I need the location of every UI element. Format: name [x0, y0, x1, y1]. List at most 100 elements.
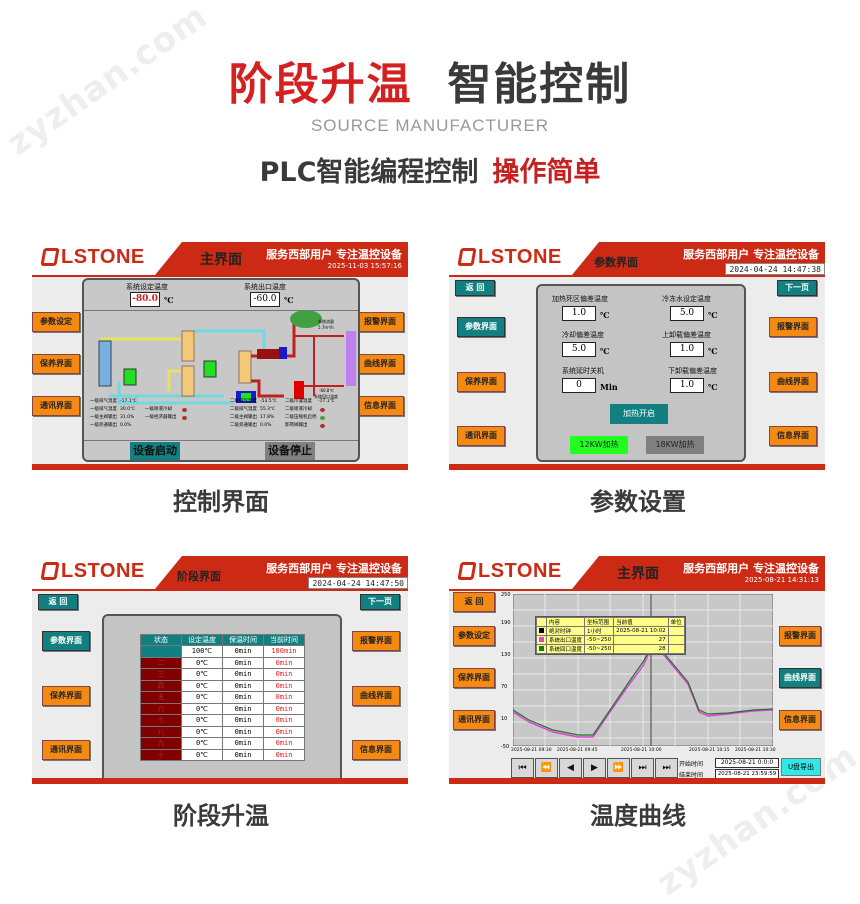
- curve-button[interactable]: 曲线界面: [352, 686, 400, 706]
- lower-unload-input[interactable]: 1.0: [670, 378, 704, 393]
- fast-forward-button[interactable]: ⏩: [607, 758, 630, 778]
- param-screen-button[interactable]: 参数界面: [457, 317, 505, 337]
- shutdown-delay-input[interactable]: 0: [562, 378, 596, 393]
- hero-title-dark: 智能控制: [447, 59, 632, 110]
- temperature-curve-panel: LSTONE 主界面 服务西部用户 专注温控设备 2025-08-21 14:3…: [449, 556, 827, 784]
- logo-icon: [457, 562, 477, 580]
- alarm-button[interactable]: 报警界面: [356, 312, 404, 332]
- maintenance-button[interactable]: 保养界面: [32, 354, 80, 374]
- curve-button[interactable]: 曲线界面: [769, 372, 817, 392]
- clock: 2025-11-03 15:57:16: [327, 262, 402, 270]
- set-temp-label: 系统设定温度: [126, 283, 168, 291]
- heat-18kw-button[interactable]: 18KW加热: [646, 436, 704, 454]
- parameter-screen-panel: LSTONE 参数界面 服务西部用户 专注温控设备 2024-04-24 14:…: [449, 242, 827, 470]
- slogan: 服务西部用户 专注温控设备: [266, 562, 402, 575]
- tagline: PLC智能编程控制操作简单: [0, 150, 860, 189]
- hero-subtitle: SOURCE MANUFACTURER: [310, 116, 550, 135]
- svg-text:系统回口温度: 系统回口温度: [314, 393, 338, 399]
- svg-text:-60.8℃: -60.8℃: [319, 388, 334, 393]
- comms-button[interactable]: 通讯界面: [42, 740, 90, 760]
- unit-label: ℃: [708, 382, 718, 392]
- x-tick: 2025-08-21 10:00: [621, 748, 662, 753]
- svg-text:5.7m³/h: 5.7m³/h: [318, 325, 334, 330]
- start-time-input[interactable]: 2025-08-21 0:0:0: [715, 758, 779, 768]
- device-stop-button[interactable]: 设备停止: [265, 442, 315, 460]
- panel-header: LSTONE 主界面 服务西部用户 专注温控设备 2025-11-03 15:5…: [32, 242, 408, 275]
- unit-label: Min: [600, 382, 618, 392]
- tagline-dark: PLC智能编程控制: [259, 157, 479, 188]
- usb-export-button[interactable]: U盘导出: [781, 758, 821, 776]
- back-step-button[interactable]: ◀: [559, 758, 582, 778]
- screen-title: 阶段界面: [177, 570, 221, 583]
- info-button[interactable]: 信息界面: [779, 710, 821, 730]
- curve-button[interactable]: 曲线界面: [779, 668, 821, 688]
- comms-button[interactable]: 通讯界面: [457, 426, 505, 446]
- maintenance-button[interactable]: 保养界面: [457, 372, 505, 392]
- first-page-button[interactable]: ⏮: [511, 758, 534, 778]
- comms-button[interactable]: 通讯界面: [32, 396, 80, 416]
- info-button[interactable]: 信息界面: [352, 740, 400, 760]
- info-button[interactable]: 信息界面: [356, 396, 404, 416]
- slogan: 服务西部用户 专注温控设备: [266, 248, 402, 261]
- heat-12kw-button[interactable]: 12KW加热: [570, 436, 628, 454]
- y-tick: 130: [501, 652, 511, 658]
- alarm-button[interactable]: 报警界面: [779, 626, 821, 646]
- heating-on-button[interactable]: 加热开启: [610, 404, 668, 424]
- process-flow-diagram: 系统流量 5.7m³/h -60.8℃ 系统回口温度: [98, 311, 356, 405]
- forward-step-button[interactable]: ▶: [583, 758, 606, 778]
- maintenance-button[interactable]: 保养界面: [453, 668, 495, 688]
- out-temp-label: 系统出口温度: [244, 283, 286, 291]
- param-screen-button[interactable]: 参数界面: [42, 631, 90, 651]
- next-page-button[interactable]: 下一页: [360, 594, 400, 610]
- param-label: 下卸载偏差温度: [668, 367, 717, 375]
- brand-logo: LSTONE: [449, 556, 599, 589]
- unit-label: ℃: [284, 295, 294, 305]
- logo-icon: [40, 562, 60, 580]
- y-tick: 190: [501, 620, 511, 626]
- y-tick: 10: [501, 716, 508, 722]
- caption-stage-heating: 阶段升温: [173, 802, 269, 830]
- next-page-button[interactable]: 下一页: [777, 280, 817, 296]
- cooling-deviation-input[interactable]: 5.0: [562, 342, 596, 357]
- maintenance-button[interactable]: 保养界面: [42, 686, 90, 706]
- info-button[interactable]: 信息界面: [769, 426, 817, 446]
- end-button[interactable]: ⏭: [655, 758, 678, 778]
- chilled-water-setpoint-input[interactable]: 5.0: [670, 306, 704, 321]
- param-settings-button[interactable]: 参数设定: [453, 626, 495, 646]
- y-tick: 250: [501, 592, 511, 598]
- alarm-button[interactable]: 报警界面: [769, 317, 817, 337]
- back-button[interactable]: 返 回: [455, 280, 495, 296]
- param-settings-button[interactable]: 参数设定: [32, 312, 80, 332]
- set-temp-value[interactable]: -80.0: [130, 292, 160, 307]
- back-button[interactable]: 返 回: [38, 594, 78, 610]
- heat-deadband-input[interactable]: 1.0: [562, 306, 596, 321]
- back-button[interactable]: 返 回: [453, 592, 495, 612]
- caption-parameter-settings: 参数设置: [590, 488, 686, 516]
- curve-button[interactable]: 曲线界面: [356, 354, 404, 374]
- alarm-button[interactable]: 报警界面: [352, 631, 400, 651]
- brand-logo: LSTONE: [32, 242, 182, 275]
- logo-icon: [40, 248, 60, 266]
- slogan: 服务西部用户 专注温控设备: [683, 562, 819, 575]
- fast-back-button[interactable]: ⏪: [535, 758, 558, 778]
- device-start-button[interactable]: 设备启动: [130, 442, 180, 460]
- hero-title-red: 阶段升温: [228, 59, 413, 110]
- brand-logo: LSTONE: [449, 242, 599, 275]
- upper-unload-input[interactable]: 1.0: [670, 342, 704, 357]
- logo-icon: [457, 248, 477, 266]
- param-label: 冷冻水设定温度: [662, 295, 711, 303]
- clock: 2025-08-21 14:31:13: [744, 576, 819, 584]
- screen-title: 主界面: [617, 566, 659, 582]
- comms-button[interactable]: 通讯界面: [453, 710, 495, 730]
- x-tick: 2025-08-21 09:45: [557, 748, 598, 753]
- last-page-button[interactable]: ⏭: [631, 758, 654, 778]
